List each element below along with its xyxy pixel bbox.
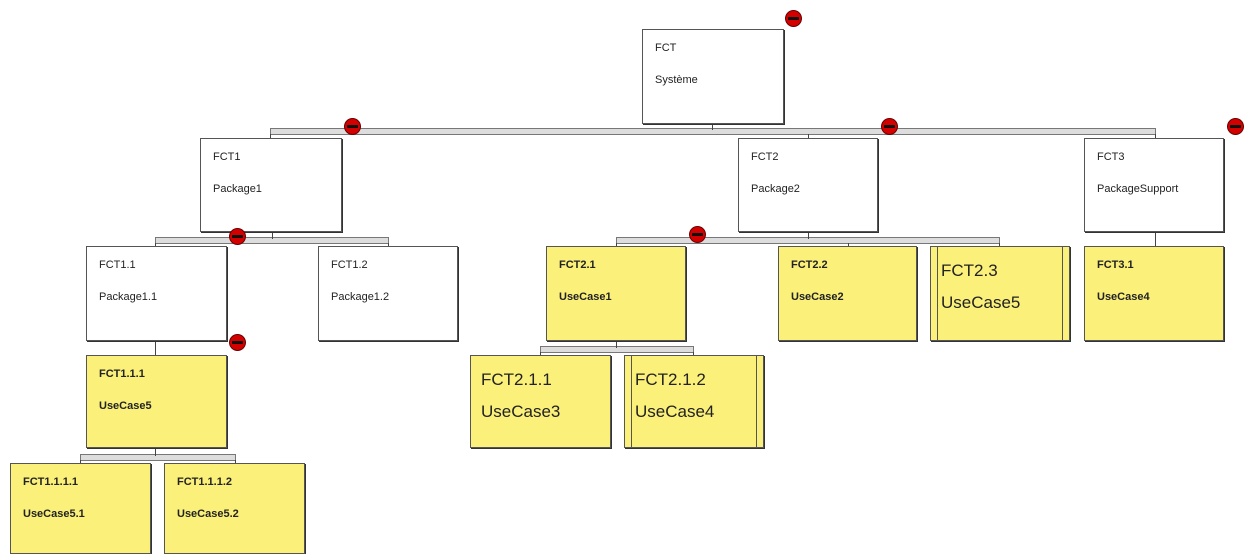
- collapse-icon[interactable]: [230, 229, 245, 244]
- node-name: UseCase4: [635, 402, 715, 421]
- connector-line: [540, 352, 541, 356]
- connector-line: [1155, 134, 1156, 138]
- tree-node[interactable]: FCT Système: [642, 29, 784, 124]
- collapse-icon[interactable]: [690, 227, 705, 242]
- tree-node[interactable]: FCT1.1.1.1 UseCase5.1: [10, 463, 151, 554]
- collapse-icon[interactable]: [230, 335, 245, 350]
- connector-line: [270, 134, 271, 138]
- tree-node[interactable]: FCT2 Package2: [738, 138, 878, 232]
- node-id: FCT: [655, 42, 677, 54]
- node-name: Package2: [751, 183, 800, 195]
- tree-node[interactable]: FCT1.1.1.2 UseCase5.2: [164, 463, 305, 554]
- node-name: Package1.1: [99, 291, 158, 303]
- node-id: FCT1: [213, 151, 241, 163]
- node-name: UseCase5: [99, 400, 152, 412]
- collapse-icon[interactable]: [1228, 119, 1243, 134]
- node-name: Système: [655, 74, 698, 86]
- tree-node[interactable]: FCT1.1.1 UseCase5: [86, 355, 227, 448]
- node-name: UseCase5.2: [177, 508, 239, 520]
- node-name: Package1.2: [331, 291, 390, 303]
- node-id: FCT1.2: [331, 259, 368, 271]
- node-id: FCT3.1: [1097, 259, 1134, 271]
- connector-line: [1155, 232, 1156, 247]
- node-id: FCT2.3: [941, 261, 998, 280]
- connector-line: [808, 232, 809, 239]
- connector-bar: [270, 128, 1156, 135]
- node-id: FCT2.2: [791, 259, 828, 271]
- connector-line: [155, 448, 156, 456]
- connector-line: [616, 243, 617, 247]
- connector-line: [80, 460, 81, 464]
- collapse-icon[interactable]: [882, 119, 897, 134]
- connector-line: [272, 232, 273, 239]
- connector-line: [388, 243, 389, 247]
- collapse-icon[interactable]: [345, 119, 360, 134]
- connector-bar: [80, 454, 236, 461]
- tree-node[interactable]: FCT2.3 UseCase5: [930, 246, 1070, 341]
- node-id: FCT1.1: [99, 259, 136, 271]
- node-name: UseCase1: [559, 291, 612, 303]
- node-id: FCT2.1.2: [635, 370, 706, 389]
- tree-node[interactable]: FCT3.1 UseCase4: [1084, 246, 1224, 341]
- node-id: FCT2: [751, 151, 779, 163]
- tree-node[interactable]: FCT2.1 UseCase1: [546, 246, 686, 341]
- node-name: UseCase3: [481, 402, 561, 421]
- connector-line: [616, 341, 617, 348]
- node-id: FCT2.1.1: [481, 370, 552, 389]
- connector-line: [848, 243, 849, 247]
- node-id: FCT1.1.1.2: [177, 476, 233, 488]
- node-id: FCT3: [1097, 151, 1125, 163]
- node-name: Package1: [213, 183, 262, 195]
- connector-bar: [540, 346, 694, 353]
- tree-node[interactable]: FCT2.2 UseCase2: [778, 246, 917, 341]
- tree-node[interactable]: FCT1 Package1: [200, 138, 342, 232]
- node-name: UseCase4: [1097, 291, 1150, 303]
- collapse-icon[interactable]: [786, 11, 801, 26]
- node-id: FCT1.1.1: [99, 368, 145, 380]
- connector-line: [155, 341, 156, 355]
- connector-line: [693, 352, 694, 356]
- node-name: UseCase5: [941, 293, 1021, 312]
- tree-node[interactable]: FCT2.1.2 UseCase4: [624, 355, 764, 448]
- tree-node[interactable]: FCT3 PackageSupport: [1084, 138, 1224, 232]
- node-id: FCT1.1.1.1: [23, 476, 79, 488]
- connector-line: [712, 124, 713, 130]
- node-name: PackageSupport: [1097, 183, 1179, 195]
- node-name: UseCase5.1: [23, 508, 85, 520]
- connector-line: [235, 460, 236, 464]
- connector-line: [999, 243, 1000, 247]
- node-name: UseCase2: [791, 291, 844, 303]
- tree-node[interactable]: FCT2.1.1 UseCase3: [470, 355, 611, 448]
- connector-line: [155, 243, 156, 247]
- connector-line: [808, 134, 809, 138]
- tree-node[interactable]: FCT1.1 Package1.1: [86, 246, 227, 341]
- tree-node[interactable]: FCT1.2 Package1.2: [318, 246, 458, 341]
- node-id: FCT2.1: [559, 259, 596, 271]
